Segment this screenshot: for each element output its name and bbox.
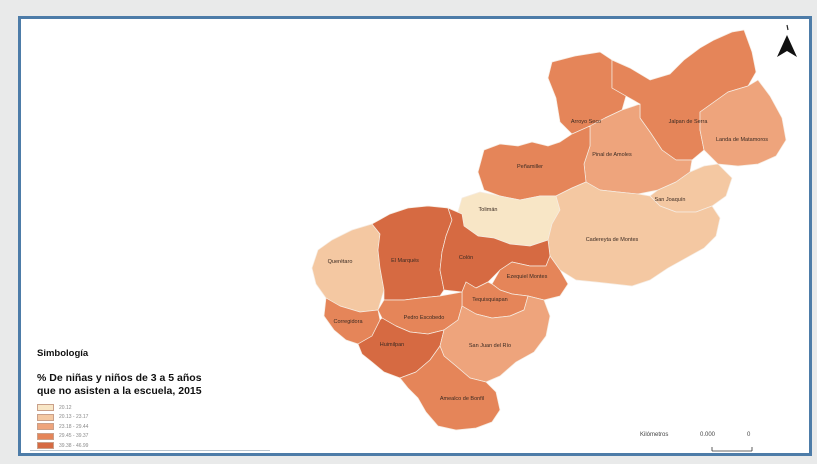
legend-swatch (37, 404, 54, 412)
scale-zero-label: 0 (747, 432, 751, 438)
label-san-joaquin: San Joaquín (655, 197, 686, 203)
municipality-el-marques (371, 205, 453, 301)
label-colon: Colón (459, 255, 473, 261)
label-ezequiel-montes: Ezequiel Montes (507, 274, 548, 280)
municipality-labels: Arroyo Seco Jalpan de Serra Landa de Mat… (328, 119, 769, 402)
municipality-landa-de-matamoros (699, 79, 787, 167)
legend-class-label: 29.45 - 39.37 (59, 433, 89, 440)
scale-bar-icon (711, 447, 753, 452)
label-huimilpan: Huimilpan (380, 342, 404, 348)
legend-class: 20.13 - 23.17 (37, 413, 277, 423)
legend-classes: 20.12 20.13 - 23.17 23.18 - 29.44 29.45 … (37, 403, 277, 451)
legend-swatch (37, 413, 54, 421)
legend-class: 23.18 - 29.44 (37, 422, 277, 432)
label-toliman: Tolimán (479, 207, 498, 213)
municipality-queretaro (311, 223, 385, 313)
legend-swatch (37, 442, 54, 450)
legend: Simbología % De niñas y niños de 3 a 5 a… (37, 346, 277, 451)
label-san-juan-del-rio: San Juan del Río (469, 343, 511, 349)
label-landa-de-matamoros: Landa de Matamoros (716, 137, 768, 143)
legend-class-label: 39.38 - 46.99 (59, 442, 89, 449)
municipalities (311, 29, 787, 431)
legend-class-label: 23.18 - 29.44 (59, 423, 89, 430)
label-queretaro: Querétaro (328, 259, 353, 265)
label-el-marques: El Marqués (391, 258, 419, 264)
label-amealco-de-bonfil: Amealco de Bonfil (440, 396, 484, 402)
label-arroyo-seco: Arroyo Seco (571, 119, 601, 125)
label-penamiller: Peñamiller (517, 164, 543, 170)
label-pinal-de-amoles: Pinal de Amoles (592, 152, 632, 158)
label-tequisquiapan: Tequisquiapan (472, 297, 507, 303)
label-corregidora: Corregidora (333, 319, 363, 325)
legend-swatch (37, 423, 54, 431)
legend-swatch (37, 432, 54, 440)
legend-divider (30, 450, 270, 451)
legend-class-label: 20.13 - 23.17 (59, 414, 89, 421)
legend-title-line-2: que no asisten a la escuela, 2015 (37, 385, 202, 397)
legend-title-line-1: % De niñas y niños de 3 a 5 años (37, 372, 202, 384)
label-jalpan-de-serra: Jalpan de Serra (669, 119, 709, 125)
north-arrow-icon (777, 24, 797, 57)
scale-unit-label: Kilómetros (640, 432, 669, 438)
legend-class-label: 20.12 (59, 404, 72, 411)
legend-class: 39.38 - 46.99 (37, 441, 277, 451)
municipality-amealco-de-bonfil (399, 345, 501, 431)
scale-value-label: 0.000 (700, 432, 716, 438)
label-pedro-escobedo: Pedro Escobedo (404, 315, 445, 321)
label-cadereyta-de-montes: Cadereyta de Montes (586, 237, 639, 243)
legend-heading: Simbología (37, 348, 89, 359)
legend-class: 20.12 (37, 403, 277, 413)
legend-class: 29.45 - 39.37 (37, 432, 277, 442)
